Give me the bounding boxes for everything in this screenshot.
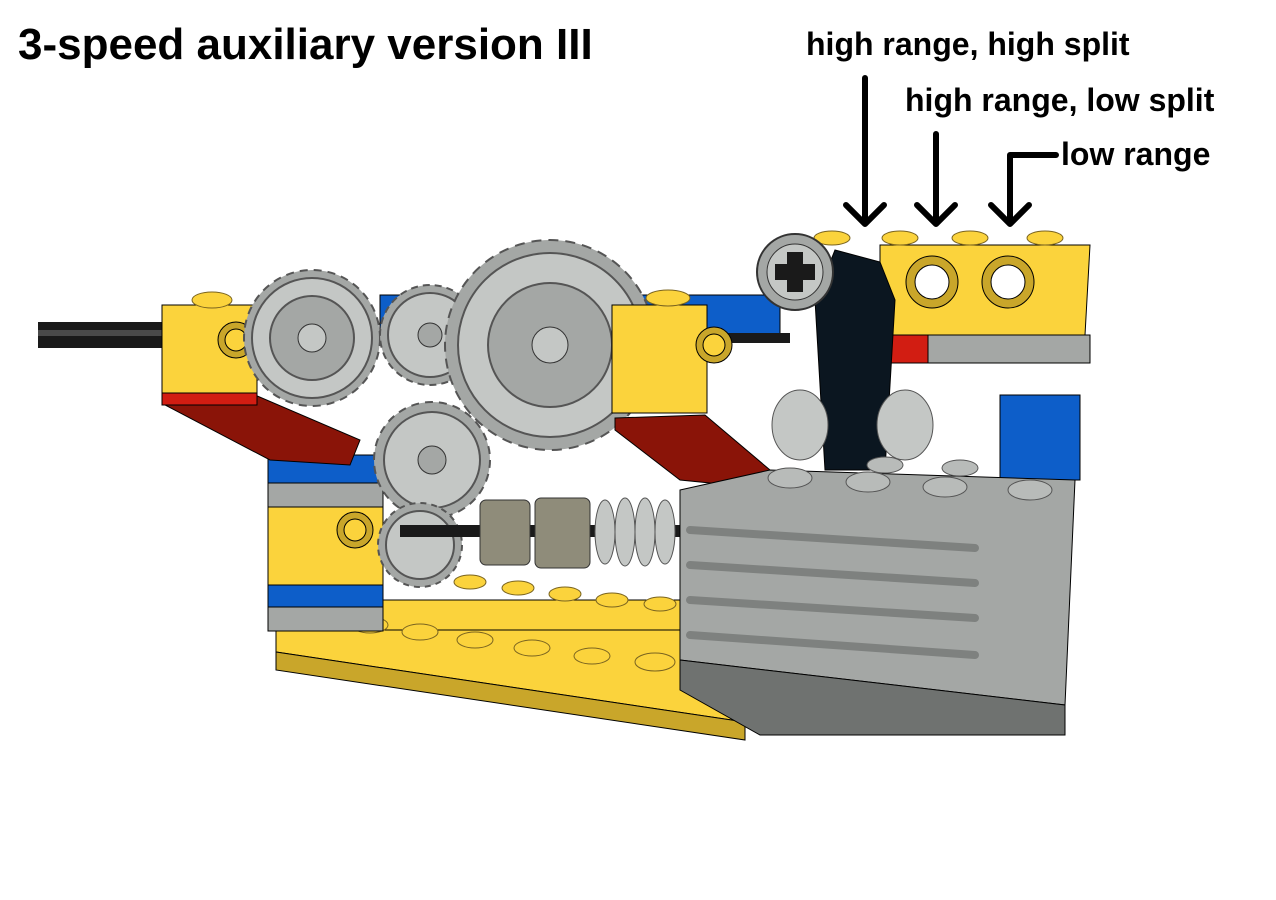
gear-large-right (444, 239, 656, 451)
gear-large-left (243, 269, 381, 407)
left-lower-stack (267, 454, 384, 632)
shift-frame (813, 230, 1091, 481)
diagram-title: 3-speed auxiliary version III (18, 20, 593, 69)
left-upper-block (161, 291, 361, 466)
input-axle (38, 322, 173, 348)
arrow-high-range-low-split (914, 131, 958, 227)
gray-housing (679, 456, 1076, 736)
arrow-low-range (988, 152, 1059, 227)
right-upper-block (611, 289, 771, 489)
base-plate (275, 599, 761, 741)
label-low-range: low range (1061, 136, 1211, 172)
arrow-high-range-high-split (843, 75, 887, 227)
label-high-range-high-split: high range, high split (806, 26, 1130, 62)
gear-lower-left (377, 502, 463, 588)
lower-shaft (400, 497, 690, 569)
label-high-range-low-split: high range, low split (905, 82, 1215, 118)
gear-lower-middle (373, 401, 491, 519)
